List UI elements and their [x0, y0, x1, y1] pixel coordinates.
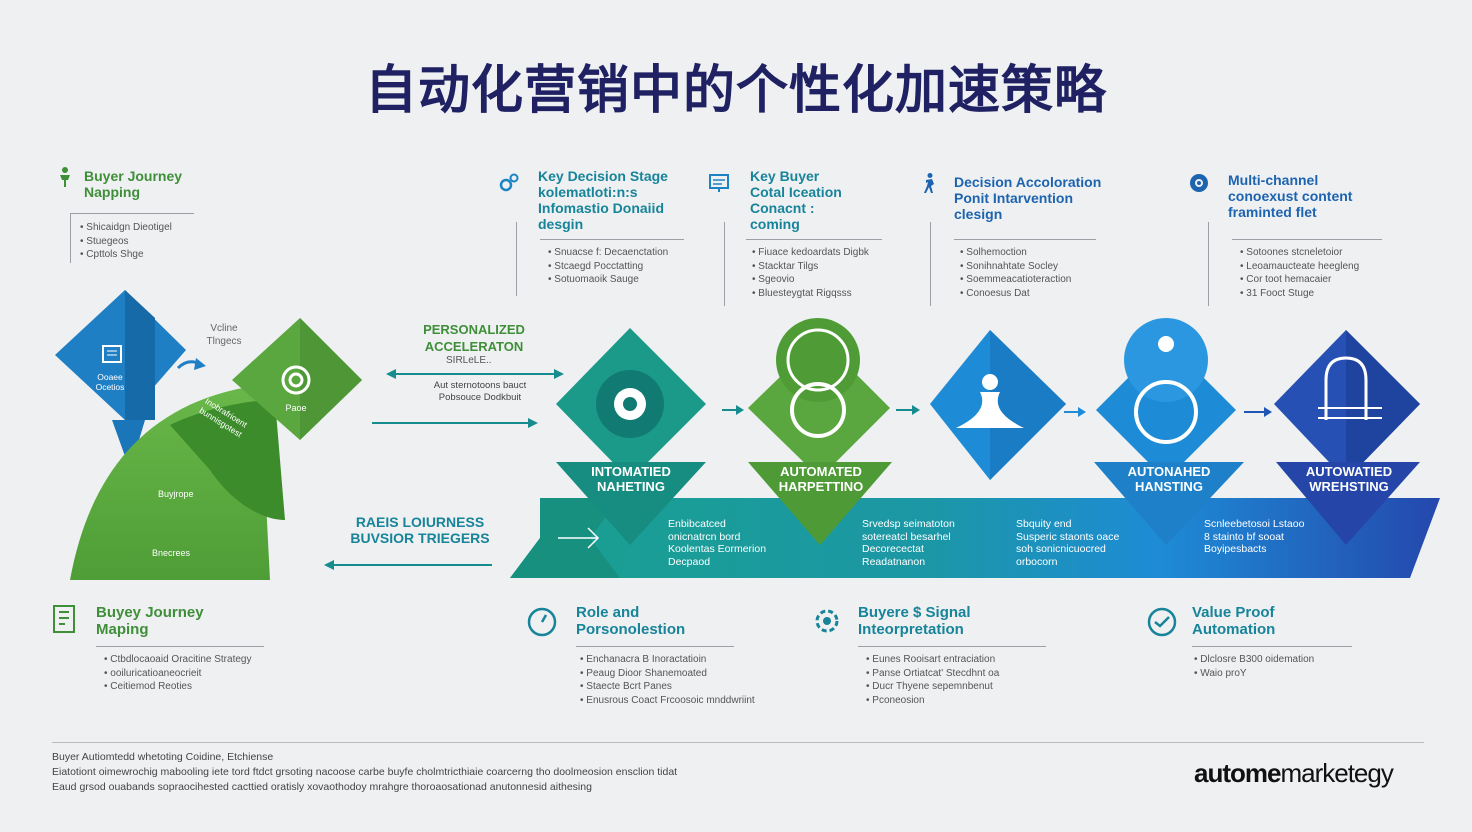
chart-icon: [709, 174, 729, 192]
diamond-2-label: AUTOMATED HARPETTINO: [778, 464, 864, 494]
bottom-section-1-bullets: Ctbdlocaoaid Oracitine Strategy ooiluric…: [104, 653, 251, 694]
middle-note: Aut sternotoons bauct Pobsouce Dodkbuit: [433, 380, 527, 403]
diamond-4-label: AUTONAHED HANSTING: [1127, 464, 1211, 494]
bottom-section-4-bullets: Dlclosre B300 oidemation Waio proY: [1194, 653, 1314, 680]
document-icon: [102, 345, 122, 363]
cog-refresh-icon: [815, 609, 839, 633]
stopwatch-icon: [527, 607, 557, 637]
top-section-5-title: Multi-channel conoexust content framinte…: [1228, 172, 1353, 220]
diamond-4: [1094, 318, 1244, 545]
bottom-section-1-title: Buyey Journey Maping: [96, 604, 204, 638]
bottom-section-2-bullets: Enchanacra B Inoractatioin Peaug Dioor S…: [580, 653, 754, 707]
diamond-5: [1274, 330, 1420, 545]
top-section-3-title: Key Buyer Cotal Iceation Conacnt : comin…: [750, 168, 842, 232]
band-text-4: Scnleebetosoi Lstaoo 8 stainto bf sooat …: [1204, 518, 1305, 555]
diamond-1: [556, 328, 706, 545]
top-section-4-bullets: Solhemoction Sonihnahtate Socley Soemmea…: [960, 246, 1071, 300]
top-section-2-title: Key Decision Stage kolematloti:n:s Infom…: [538, 168, 668, 232]
headline-subline: SIRLeLE..: [446, 355, 492, 366]
band-text-3: Sbquity end Susperic staonts oace soh so…: [1016, 518, 1120, 568]
person-icon: [60, 167, 70, 187]
bottom-section-3-bullets: Eunes Rooisart entraciation Panse Ortiat…: [866, 653, 999, 707]
green-diamond-label: Paoe: [285, 403, 307, 413]
journey-map-icon: [53, 605, 75, 633]
band-text-1: Enbibcatced onicnatrcn bord Koolentas Eo…: [668, 518, 767, 568]
band-text-2: Srvedsp seimatoton sotereatcl besarhel D…: [862, 518, 955, 568]
band-label-2: Buyjrope: [158, 489, 194, 499]
diamond-2: [748, 318, 892, 545]
top-section-1-bullets: Shicaidgn Dieotigel Stuegeos Cpttols Shg…: [80, 221, 172, 262]
bottom-section-3-title: Buyere $ Signal Inteorpretation: [858, 604, 971, 638]
personalized-headline: PERSONALIZED ACCELERATON: [423, 322, 525, 354]
footer-notes: Buyer Autiomtedd whetoting Coidine, Etch…: [52, 750, 1012, 795]
top-section-4-title: Decision Accoloration Ponit Intarvention…: [954, 174, 1102, 222]
gear-icon: [1190, 174, 1208, 192]
diamond-1-label: INTOMATIED NAHETING: [591, 464, 671, 494]
left-green-arch: [70, 318, 362, 580]
footer-line-3: Eaud grsod ouabands sopraocihested cactt…: [52, 781, 592, 793]
brand-logo: automemarketegy: [1194, 758, 1394, 788]
bottom-section-4-title: Value Proof Automation: [1192, 604, 1276, 638]
bottom-section-2-title: Role and Porsonolestion: [576, 604, 686, 638]
page-title: 自动化营销中的个性化加速策略: [364, 61, 1107, 121]
top-section-1-title: Buyer Journey Napping: [84, 168, 183, 200]
footer-line-1: Buyer Autiomtedd whetoting Coidine, Etch…: [52, 751, 274, 763]
gears-icon: [499, 173, 519, 192]
bottom-label: Bnecrees: [152, 548, 191, 558]
runner-icon: [924, 173, 934, 193]
blue-diamond-label: Ooaee Ocetios: [95, 372, 125, 392]
check-circle-icon: [1147, 607, 1177, 637]
top-section-5-bullets: Sotoones stcneletoior Leoamaucteate heeg…: [1240, 246, 1359, 300]
diamond-5-label: AUTOWATIED WREHSTING: [1305, 464, 1393, 494]
triggers-label: RAEIS LOIURNESS BUVSIOR TRIEGERS: [350, 514, 490, 546]
footer-line-2: Eiatotiont oimewrochig mabooling iete to…: [52, 766, 678, 778]
left-top-label: Vcline Tlngecs: [206, 323, 242, 347]
diamond-3: [930, 330, 1066, 480]
target-icon: [281, 365, 311, 395]
top-section-3-bullets: Fiuace kedoardats Digbk Stacktar Tilgs S…: [752, 246, 869, 300]
top-section-2-bullets: Snuacse f: Decaenctation Stcaegd Pocctat…: [548, 246, 668, 287]
